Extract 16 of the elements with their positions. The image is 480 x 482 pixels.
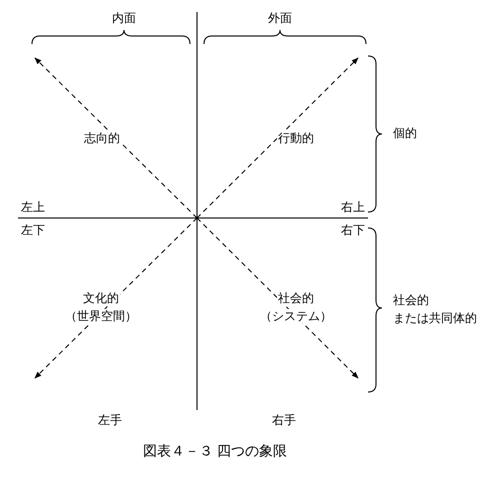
caption: 図表４－３ 四つの象限 — [142, 442, 288, 462]
axis-label: 内面 — [111, 11, 137, 25]
axis-label: 行動的 — [277, 131, 315, 145]
axis-label: 個的 — [392, 126, 418, 140]
axis-label: 文化的 — [82, 291, 120, 305]
axis-label: 左手 — [97, 413, 123, 427]
axis-label: 右上 — [340, 200, 366, 214]
axis-label: 右下 — [340, 223, 366, 237]
axis-label: 右手 — [271, 413, 297, 427]
axis-label: または共同体的 — [392, 311, 478, 325]
axis-label: 左下 — [20, 223, 46, 237]
axis-label: 左上 — [20, 200, 46, 214]
axis-label: 社会的 — [392, 293, 430, 307]
axis-label: 志向的 — [83, 131, 121, 145]
axis-label: 社会的 — [277, 291, 315, 305]
axis-label: 外面 — [267, 11, 293, 25]
